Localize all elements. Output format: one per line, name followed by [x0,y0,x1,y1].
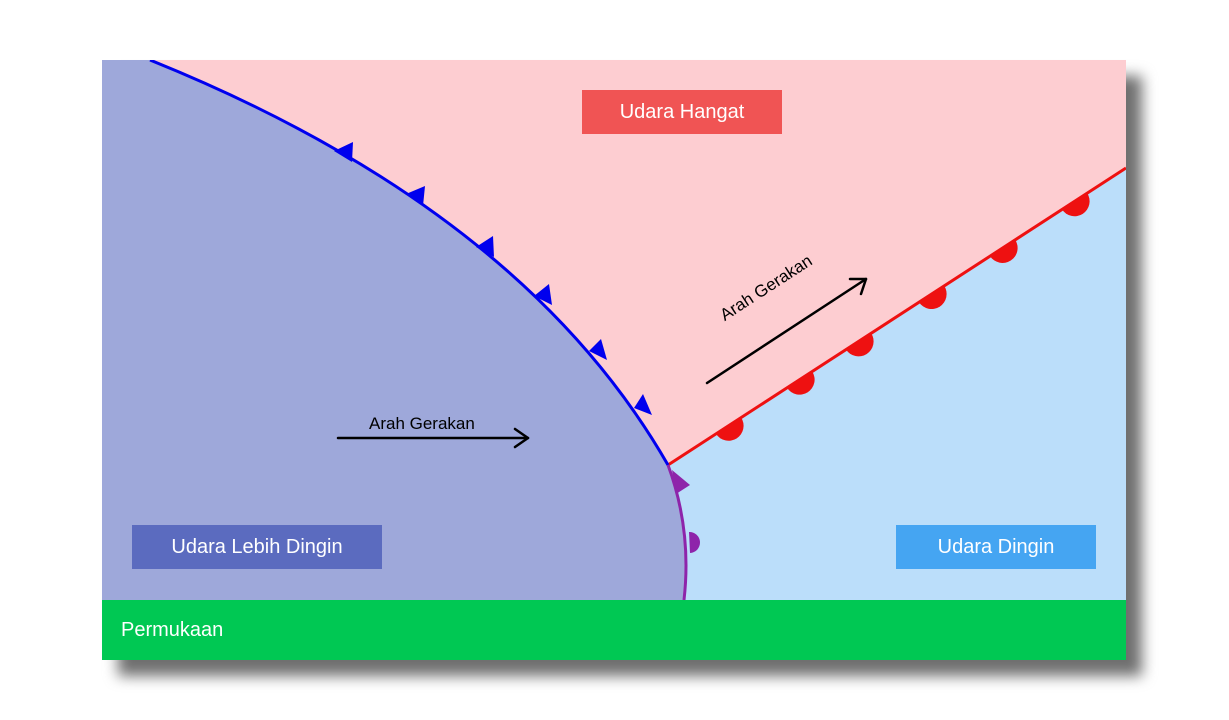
warm-front-semicircle [990,239,1018,263]
diagram-canvas [102,60,1126,660]
cold-front-triangle [476,236,494,257]
warm-air-label: Udara Hangat [582,90,782,134]
cold-front-symbols [334,142,652,415]
surface-label: Permukaan [121,619,224,641]
warm-front-arrowhead [848,277,868,296]
warm-front-semicircle [787,371,815,395]
cold-front-triangle [534,284,552,305]
cold-front-line [149,60,670,466]
cold-front-arrowhead [513,427,530,449]
occluded-front-triangle [672,470,690,494]
movement-arrows [336,277,868,449]
cold-front-arrow-label: Arah Gerakan [369,414,475,433]
warm-front-semicircle [919,285,947,310]
occluded-front-diagram: Arah Gerakan Arah Gerakan Udara Hangat U… [102,60,1126,660]
cold-front-triangle [634,394,652,415]
warm-front-arrow-shaft [705,277,868,385]
surface-ground: Permukaan [102,600,1126,660]
colder-air-region [102,60,686,600]
warm-front-line [667,166,1126,467]
warm-front-semicircle [846,333,874,357]
cold-front-triangle [589,339,607,360]
warm-front-semicircle [716,417,744,441]
colder-air-label: Udara Lebih Dingin [132,525,382,569]
cold-front-triangle [334,142,353,162]
warm-front-semicircle [1062,193,1090,217]
occluded-front-semicircle [689,531,701,553]
cold-front-triangle [406,186,425,206]
warm-front-symbols [716,193,1090,441]
occluded-front-line [666,464,688,601]
cold-air-label: Udara Dingin [896,525,1096,569]
cold-air-region [668,168,1126,600]
